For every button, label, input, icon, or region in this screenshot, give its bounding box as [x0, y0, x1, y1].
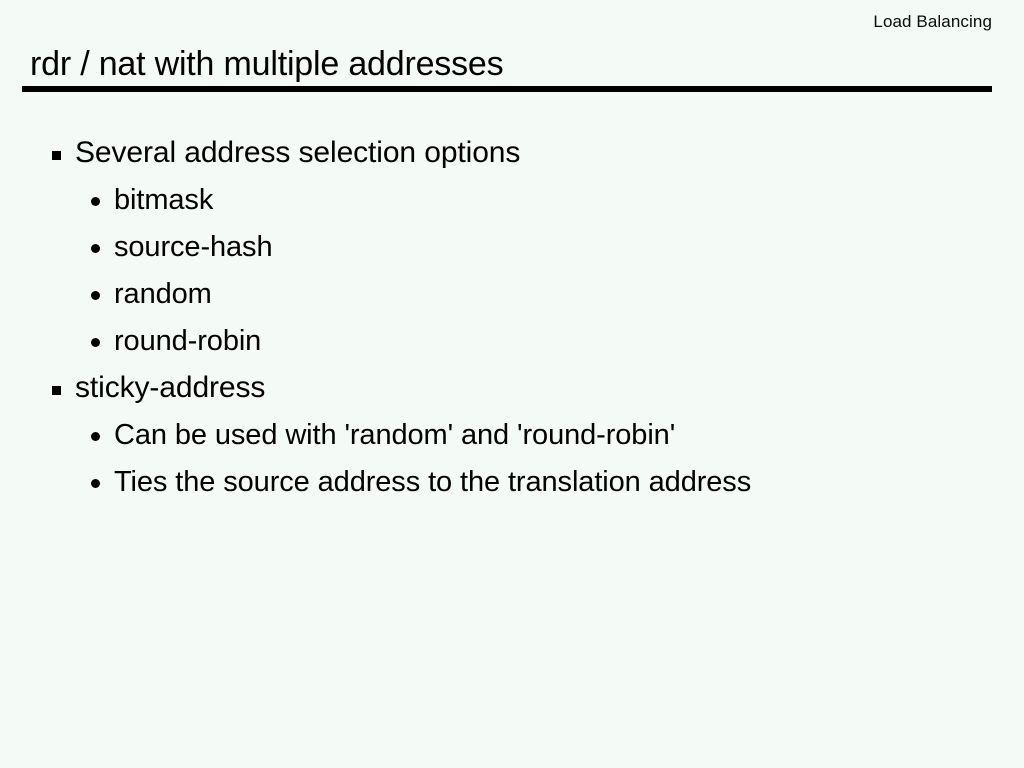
- square-bullet-icon: [52, 151, 61, 160]
- bullet-text: sticky-address: [75, 371, 266, 404]
- bullet-item-level-2: source-hash: [0, 228, 1024, 275]
- round-bullet-icon: [91, 432, 100, 441]
- round-bullet-icon: [91, 197, 100, 206]
- round-bullet-icon: [91, 338, 100, 347]
- bullet-item-level-2: bitmask: [0, 181, 1024, 228]
- bullet-text: Ties the source address to the translati…: [114, 466, 752, 498]
- bullet-text: bitmask: [114, 184, 214, 216]
- title-divider-rule: [22, 86, 992, 92]
- round-bullet-icon: [91, 291, 100, 300]
- round-bullet-icon: [91, 479, 100, 488]
- bullet-item-level-2: random: [0, 275, 1024, 322]
- bullet-item-level-2: round-robin: [0, 322, 1024, 369]
- bullet-text: Several address selection options: [75, 136, 521, 169]
- slide-title: rdr / nat with multiple addresses: [30, 45, 504, 83]
- bullet-text: Can be used with 'random' and 'round-rob…: [114, 419, 676, 451]
- round-bullet-icon: [91, 244, 100, 253]
- bullet-text: random: [114, 278, 212, 310]
- bullet-list: Several address selection options bitmask…: [0, 134, 1024, 510]
- bullet-item-level-2: Ties the source address to the translati…: [0, 463, 1024, 510]
- square-bullet-icon: [52, 386, 61, 395]
- bullet-text: round-robin: [114, 325, 262, 357]
- slide-section-header: Load Balancing: [873, 12, 992, 31]
- bullet-item-level-1: sticky-address: [0, 369, 1024, 416]
- bullet-item-level-1: Several address selection options: [0, 134, 1024, 181]
- bullet-item-level-2: Can be used with 'random' and 'round-rob…: [0, 416, 1024, 463]
- bullet-text: source-hash: [114, 231, 273, 263]
- slide-content-body: Several address selection options bitmask…: [0, 134, 1024, 510]
